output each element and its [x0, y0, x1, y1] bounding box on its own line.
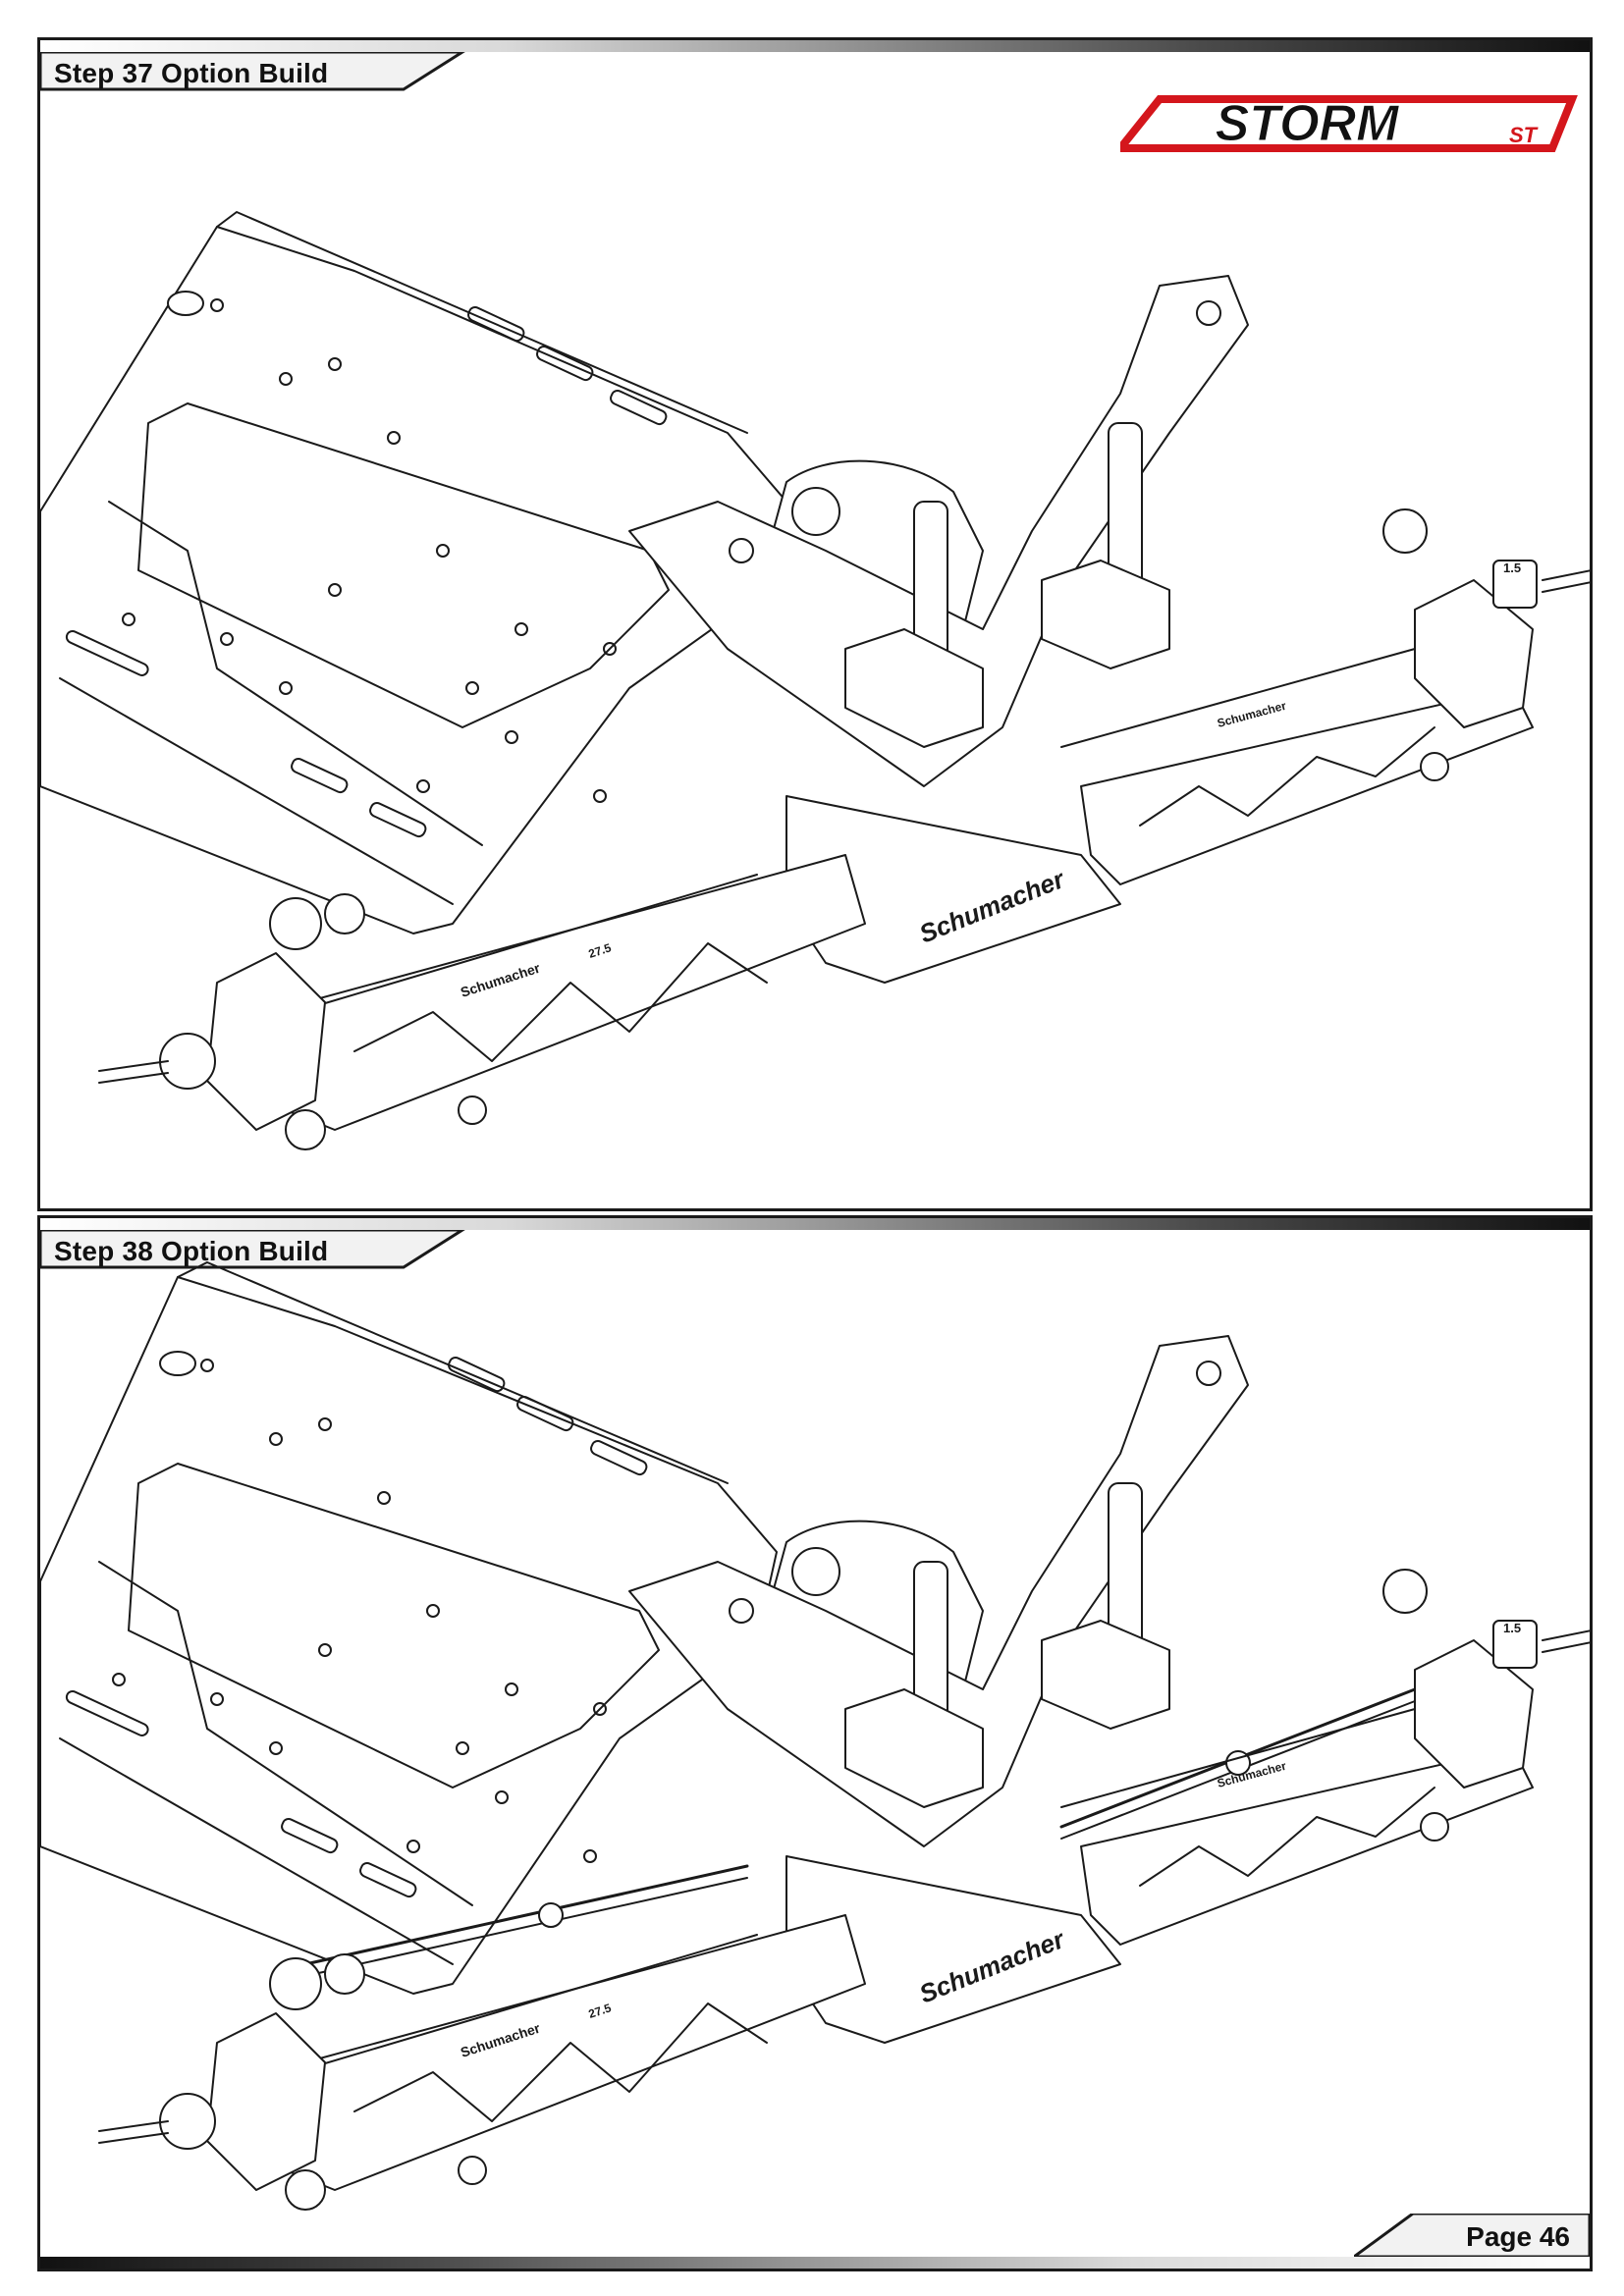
left-wishbone-ribs	[353, 942, 768, 1062]
left-driveshaft	[295, 874, 758, 1013]
page-number: Page 46	[1466, 2221, 1570, 2252]
chassis-slot	[291, 757, 349, 794]
header-rule	[40, 40, 1590, 52]
right-arm-ballstud	[1420, 1812, 1449, 1842]
left-hub-nut	[159, 1033, 216, 1090]
shock-tower-ballstud	[729, 1598, 754, 1624]
shock-mount-bracket	[1041, 560, 1170, 669]
left-arm-ballstud	[458, 2156, 487, 2185]
step-38-tab: Step 38 Option Build	[40, 1230, 472, 1269]
chassis-slot	[448, 1356, 506, 1393]
chassis-holes	[122, 298, 617, 803]
left-wishbone-ribs	[353, 2002, 768, 2122]
chassis-rail	[216, 211, 748, 434]
shock-mount-post	[1108, 422, 1143, 591]
left-hub-carrier	[206, 2012, 326, 2191]
shock-tower-ballstud	[1196, 1361, 1221, 1386]
tab-shape	[40, 1230, 465, 1269]
chassis-slot	[610, 389, 668, 426]
logo-suffix: ST	[1509, 123, 1539, 147]
right-camber-link-end	[1382, 508, 1428, 554]
left-arm-pivot	[285, 2169, 326, 2211]
right-hub-hex	[1492, 560, 1538, 609]
left-axle-thread	[98, 2120, 169, 2144]
shock-mount-bracket	[844, 628, 984, 748]
shock-mount-bracket	[844, 1688, 984, 1808]
shock-mount-bracket	[1041, 1620, 1170, 1730]
left-camber-link-rod	[303, 1864, 749, 1966]
left-arm-ballstud	[458, 1095, 487, 1125]
chassis-slot	[590, 1439, 648, 1476]
right-axle-thread	[1542, 1629, 1590, 1653]
right-driveshaft	[1060, 648, 1416, 748]
chassis-plate	[40, 1276, 778, 1995]
tab-shape	[40, 52, 465, 91]
left-driveshaft	[295, 1934, 758, 2073]
chassis-plate-recess	[128, 1463, 660, 1789]
step-37-tab: Step 37 Option Build	[40, 52, 472, 91]
schumacher-engraving: Schumacher	[1216, 699, 1288, 730]
left-camber-link-end	[269, 897, 322, 950]
right-arm-ballstud	[1420, 752, 1449, 781]
left-camber-link-end	[324, 893, 365, 934]
part-label: 1.5	[1503, 1621, 1521, 1635]
footer-rule	[40, 2257, 1590, 2269]
chassis-post	[167, 291, 204, 316]
right-wishbone-ribs	[1139, 1787, 1435, 1887]
chassis-assembly-drawing-37: Schumacher Schumacher 27.5 Schumacher 1.…	[40, 211, 1590, 1150]
step-37-title: Step 37 Option Build	[54, 58, 329, 88]
left-camber-link-end	[269, 1957, 322, 2010]
chassis-rail-edge	[108, 501, 483, 846]
chassis-slot	[467, 305, 525, 343]
shock-tower-ballstud	[1196, 300, 1221, 326]
left-arm-pivot	[285, 1109, 326, 1150]
chassis-slot	[516, 1395, 574, 1432]
shock-tower	[628, 275, 1249, 787]
page-tab-shape	[1354, 2214, 1590, 2257]
chassis-rail-edge-lower	[59, 1737, 454, 1965]
shock-tower-ballstud	[729, 538, 754, 563]
left-hub-carrier	[206, 952, 326, 1131]
right-hub-carrier	[1414, 1639, 1534, 1789]
header-rule	[40, 1218, 1590, 1230]
part-label: 27.5	[587, 2001, 614, 2021]
chassis-slot	[281, 1817, 339, 1854]
shock-mount-post	[1108, 1482, 1143, 1651]
right-hub-carrier	[1414, 579, 1534, 728]
chassis-slot	[369, 801, 427, 838]
shock-tower	[628, 1335, 1249, 1847]
chassis-rail-edge-lower	[59, 677, 454, 905]
chassis-slot	[359, 1861, 417, 1898]
left-camber-link-end	[324, 1953, 365, 1995]
chassis-plate	[40, 226, 787, 934]
gearbox-bearing	[791, 487, 840, 536]
right-camber-link-end	[1382, 1569, 1428, 1614]
right-driveshaft	[1060, 1708, 1416, 1808]
gearbox-bearing	[791, 1547, 840, 1596]
left-hub-nut	[159, 2093, 216, 2150]
page-number-tab: Page 46	[1354, 2214, 1590, 2257]
right-axle-thread	[1542, 569, 1590, 593]
step-38-panel: Step 38 Option Build Schumacher	[37, 1215, 1593, 2271]
right-hub-hex	[1492, 1620, 1538, 1669]
step-37-panel: Step 37 Option Build STORM ST	[37, 37, 1593, 1211]
left-camber-link-rod	[304, 1877, 748, 1977]
right-wishbone-ribs	[1139, 726, 1435, 827]
chassis-assembly-drawing-38: Schumacher Schumacher 27.5 Schumacher 1.…	[40, 1261, 1590, 2211]
chassis-slot	[65, 1689, 149, 1736]
chassis-post	[159, 1351, 196, 1376]
part-label: 1.5	[1503, 561, 1521, 575]
part-label: 27.5	[587, 940, 614, 961]
storm-st-logo: STORM ST	[1120, 95, 1578, 153]
chassis-rail-edge	[98, 1561, 473, 1906]
chassis-plate-recess	[137, 402, 670, 728]
logo-wordmark: STORM	[1216, 95, 1401, 152]
step-38-title: Step 38 Option Build	[54, 1236, 329, 1266]
link-adjuster-nut	[538, 1902, 564, 1928]
left-axle-thread	[98, 1060, 169, 1084]
chassis-holes	[112, 1359, 607, 1863]
chassis-slot	[65, 629, 149, 676]
chassis-slot	[536, 345, 594, 382]
